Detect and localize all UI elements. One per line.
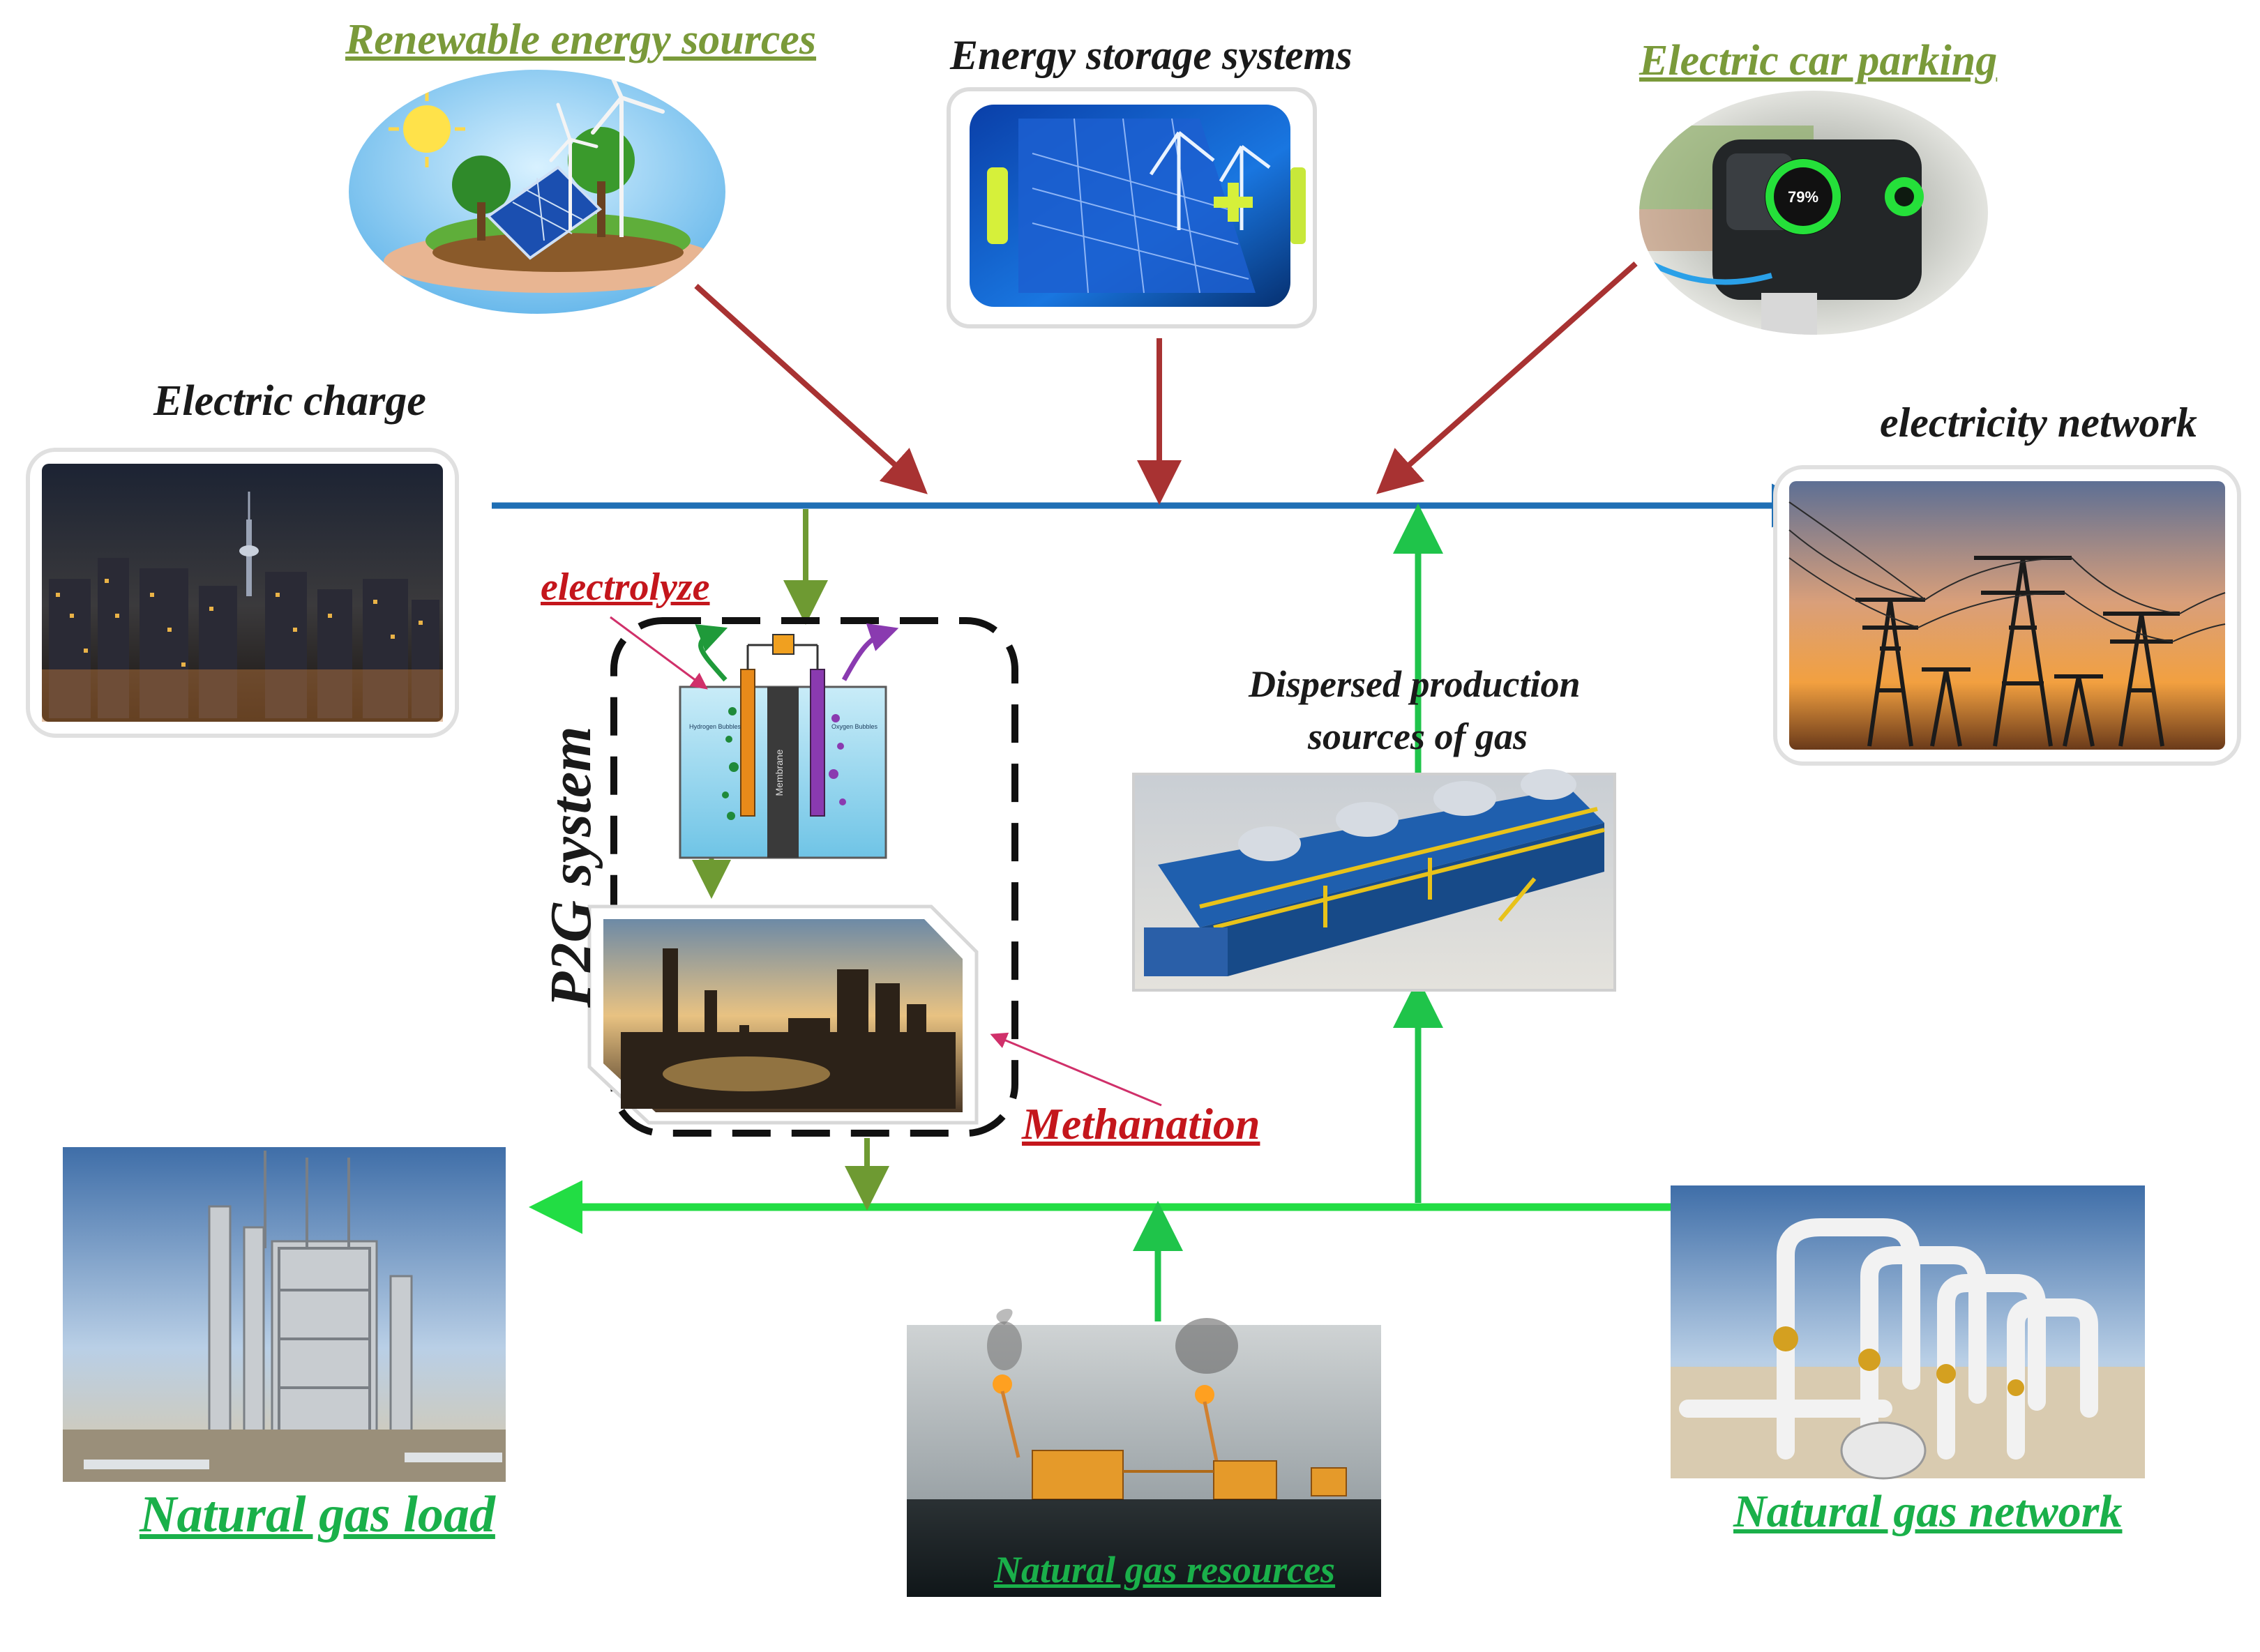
label-natural-gas-network: Natural gas network [1733,1486,2123,1537]
renewable-energy-image [349,70,725,314]
ev-charge-readout: 79% [1788,188,1818,206]
electricity-network-image [1773,465,2241,766]
label-p2g-system: P2G system [538,726,603,1008]
hydrogen-bubbles-label: Hydrogen Bubbles [689,723,741,730]
electric-charge-image [26,448,459,738]
gas-load-image [63,1147,506,1482]
electrolyzer-image: Membrane Hydrogen Bubbles Oxygen Bubbles [679,623,899,859]
label-dispersed-line2: sources of gas [1308,715,1528,757]
label-methanation: Methanation [1022,1099,1260,1149]
energy-storage-image [947,87,1317,328]
label-energy-storage-systems: Energy storage systems [950,32,1353,78]
pointer-methanation [990,1032,1162,1107]
arrow-renewable-to-bus [694,284,928,494]
ev-parking-image: 79% [1639,91,1988,335]
membrane-label: Membrane [774,749,785,796]
label-electricity-network: electricity network [1880,400,2197,446]
label-dispersed-line1: Dispersed production [1249,663,1581,705]
label-renewable-energy-sources: Renewable energy sources [345,16,817,63]
pointer-electrolyze [610,616,708,690]
methanation-image [587,904,979,1125]
dispersed-production-image [1132,769,1616,992]
label-electric-charge: Electric charge [153,377,426,425]
label-natural-gas-resources: Natural gas resources [994,1549,1336,1591]
arrow-ev-to-bus [1376,262,1638,494]
gas-resources-image [907,1308,1381,1597]
label-electric-car-parking: Electric car parking [1639,37,1998,84]
label-electrolyze: electrolyze [541,566,710,609]
label-natural-gas-load: Natural gas load [140,1486,495,1543]
gas-network-image [1671,1185,2145,1480]
p2g-system-box [610,617,1018,1137]
oxygen-bubbles-label: Oxygen Bubbles [831,723,878,730]
